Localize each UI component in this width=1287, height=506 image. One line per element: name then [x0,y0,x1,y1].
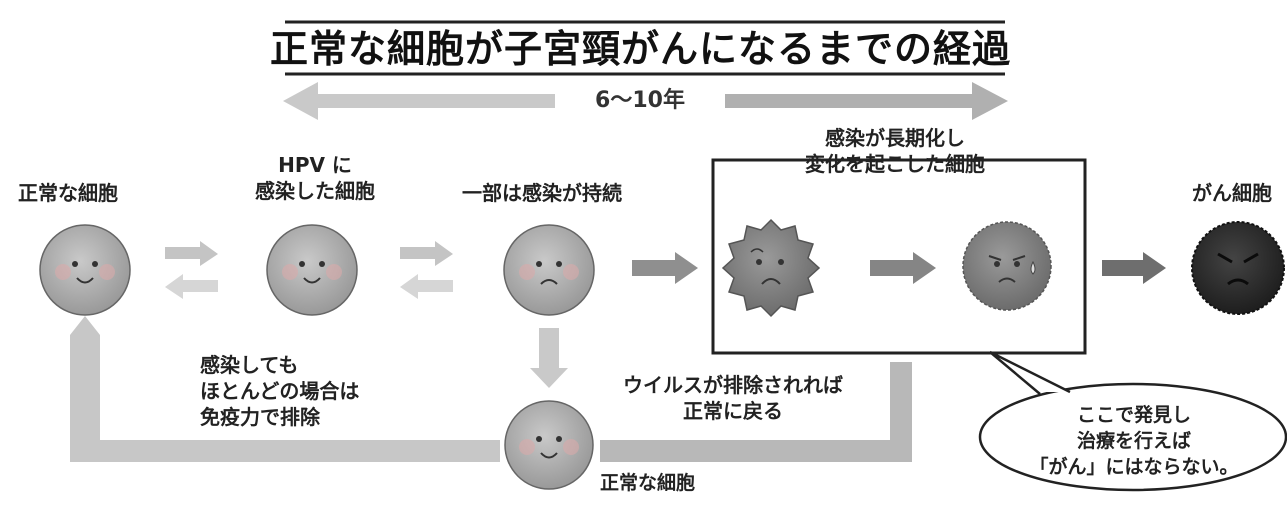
stage-label-hpv-line1: HPV に [278,153,352,177]
diagram-title: 正常な細胞が子宮頸がんになるまでの経過 [270,27,1012,71]
immune-text-line2: ほとんどの場合は [200,379,360,403]
cancer-cell-face [1191,221,1285,315]
infected-cell-face [266,224,358,316]
immune-text-line1: 感染しても [200,353,299,377]
duration-label: 6～10年 [595,88,685,113]
stage-label-persistent: 一部は感染が持続 [462,181,622,205]
feedback-loop-arrow [70,316,912,462]
persistent-cell-face [503,224,595,316]
reversible-arrow-2 [400,241,453,299]
changed-cell-face-1 [721,218,821,318]
arrow-within-box [870,252,936,284]
callout-text: ここで発見し 治療を行えば 「がん」にはならない。 [1000,402,1268,480]
arrow-to-changed [632,252,698,284]
callout-bubble [978,350,1287,492]
stage-label-hpv-line2: 感染した細胞 [255,179,375,203]
changed-cell-face-2 [962,221,1052,311]
stage-label-changed: 感染が長期化し 変化を起こした細胞 [765,125,1025,177]
changed-cells-box [711,158,1087,355]
recovered-cell-label: 正常な細胞 [600,472,696,494]
stage-label-changed-line1: 感染が長期化し [825,126,965,150]
virus-removed-line1: ウイルスが排除されれば [623,373,843,397]
virus-removed-line2: 正常に戻る [683,399,783,423]
immune-text: 感染しても ほとんどの場合は 免疫力で排除 [200,352,359,430]
duration-double-arrow [283,82,1008,120]
virus-removed-text: ウイルスが排除されれば 正常に戻る [598,372,868,424]
arrow-to-cancer [1102,252,1166,284]
stage-label-hpv: HPV に 感染した細胞 [245,152,385,204]
stage-label-normal: 正常な細胞 [18,181,118,205]
reversible-arrow-1 [165,241,218,299]
callout-line1: ここで発見し [1076,404,1191,426]
normal-cell-face [39,224,131,316]
callout-line2: 治療を行えば [1076,430,1191,452]
stage-label-changed-line2: 変化を起こした細胞 [805,152,985,176]
down-arrow [530,328,568,388]
recovered-cell-face [504,400,594,490]
immune-text-line3: 免疫力で排除 [200,405,320,429]
callout-line3: 「がん」にはならない。 [1029,456,1239,478]
stage-label-cancer: がん細胞 [1192,181,1272,205]
